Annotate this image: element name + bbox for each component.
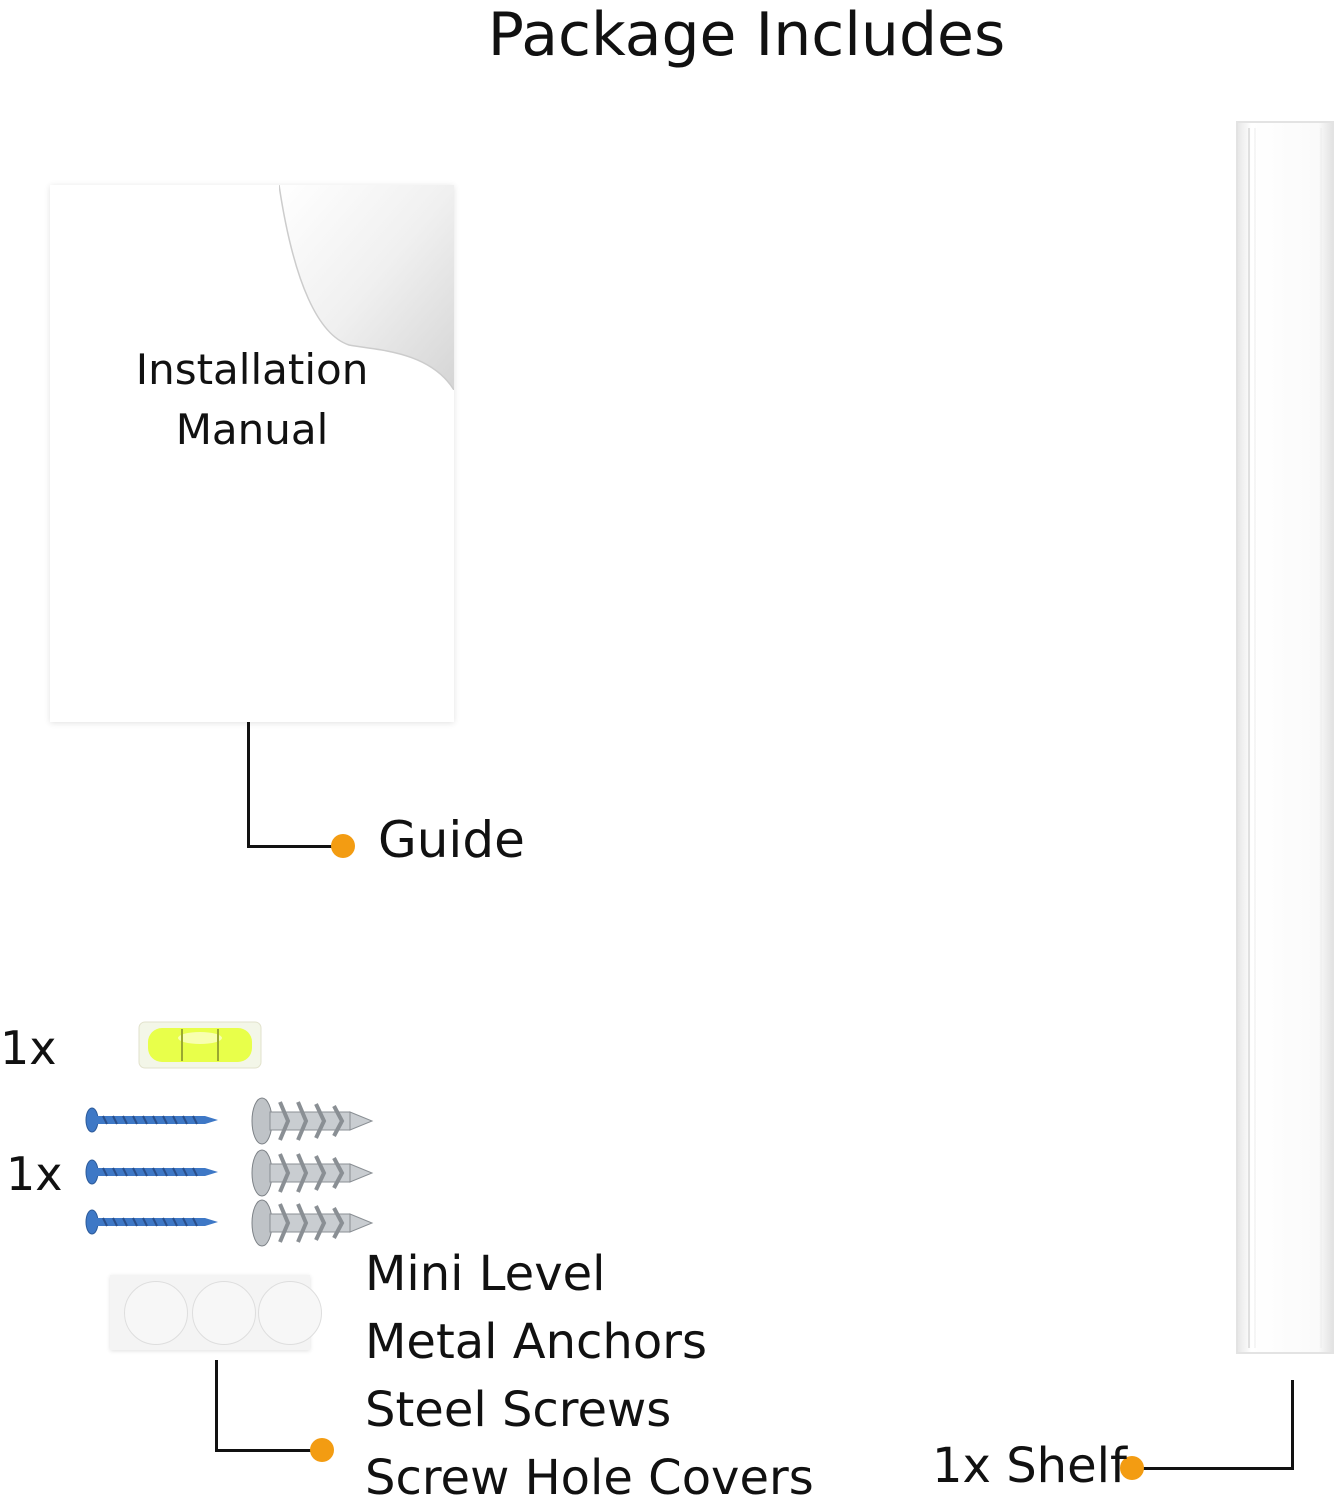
- screw-hole-cover: [258, 1281, 322, 1345]
- metal-anchor-icon: [251, 1199, 374, 1247]
- page-curl-icon: [279, 185, 454, 390]
- shelf-image: [1236, 121, 1334, 1354]
- shelf-marker-dot: [1120, 1456, 1144, 1480]
- screw-hole-cover: [192, 1281, 256, 1345]
- hardware-item-steel-screws: Steel Screws: [365, 1382, 672, 1438]
- shelf-leader-line-vertical: [1291, 1380, 1294, 1470]
- manual-text: Installation Manual: [50, 340, 454, 460]
- hardware-leader-line-horizontal: [215, 1449, 320, 1452]
- steel-screw-icon: [85, 1209, 218, 1235]
- installation-manual-image: Installation Manual: [50, 185, 454, 722]
- screw-hole-covers-sheet: [110, 1275, 322, 1350]
- shelf-label: 1x Shelf: [932, 1438, 1127, 1494]
- metal-anchor-icon: [251, 1097, 374, 1145]
- hardware-item-screw-hole-covers: Screw Hole Covers: [365, 1450, 814, 1506]
- hardware-marker-dot: [310, 1438, 334, 1462]
- screw-hole-cover: [124, 1281, 188, 1345]
- steel-screw-icon: [85, 1107, 218, 1133]
- steel-screw-icon: [85, 1159, 218, 1185]
- mini-level-icon: [138, 1021, 262, 1069]
- guide-leader-line-vertical: [247, 722, 250, 848]
- hardware-item-mini-level: Mini Level: [365, 1246, 606, 1302]
- hardware-item-metal-anchors: Metal Anchors: [365, 1314, 707, 1370]
- screws-quantity: 1x: [6, 1147, 63, 1201]
- manual-text-line2: Manual: [175, 405, 329, 454]
- shelf-leader-line-horizontal: [1132, 1467, 1294, 1470]
- guide-marker-dot: [331, 834, 355, 858]
- page-title: Package Includes: [487, 0, 1006, 70]
- guide-label: Guide: [378, 811, 525, 869]
- hardware-leader-line-vertical: [215, 1360, 218, 1452]
- guide-leader-line-horizontal: [247, 845, 342, 848]
- level-quantity: 1x: [0, 1021, 57, 1075]
- manual-text-line1: Installation: [135, 345, 369, 394]
- metal-anchor-icon: [251, 1149, 374, 1197]
